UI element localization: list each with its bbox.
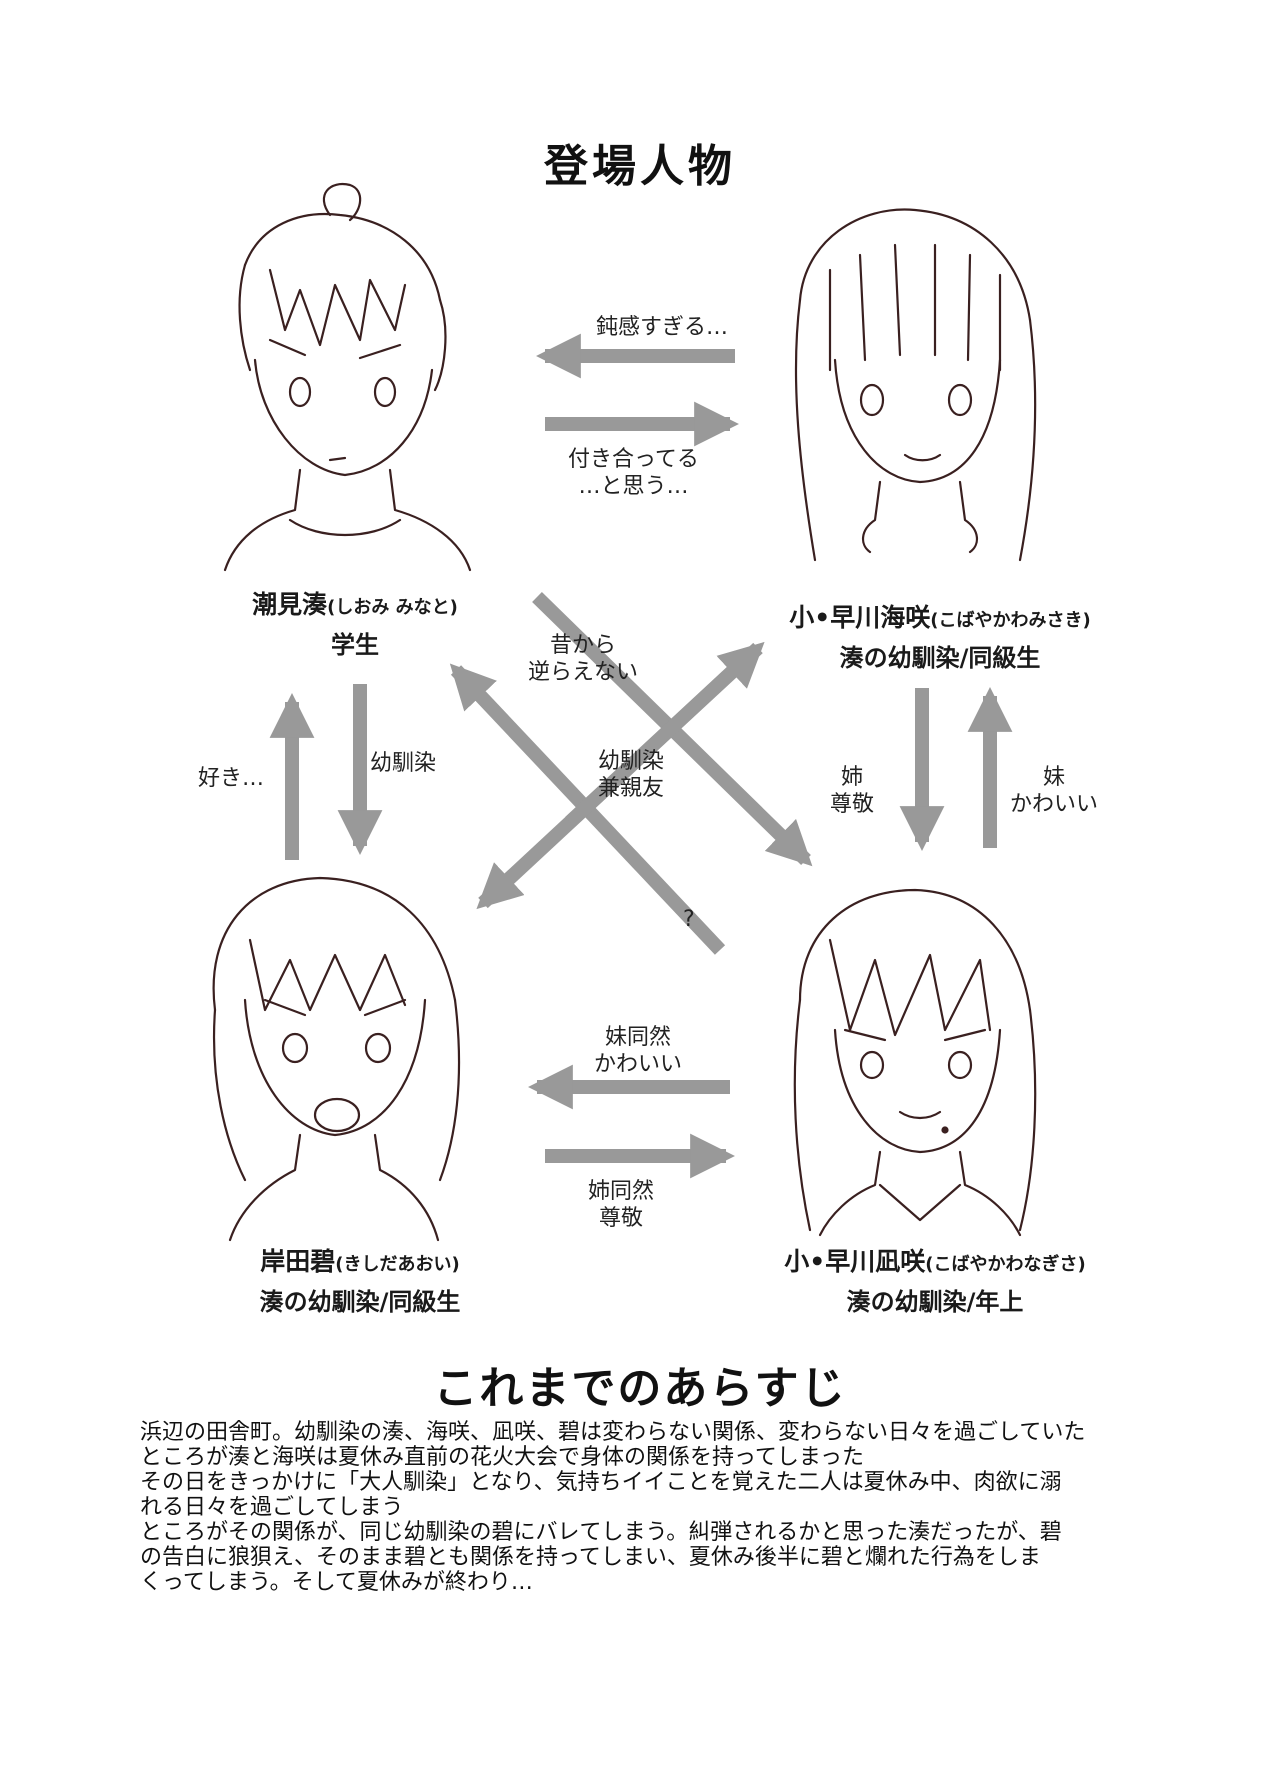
synopsis-body: 浜辺の田舎町。幼馴染の湊、海咲、凪咲、碧は変わらない関係、変わらない日々を過ごし… [140,1420,1140,1595]
relation-label-line: …と思う… [578,474,689,499]
character-name: 岸田碧 [260,1247,336,1276]
relation-label-nagisa-to-misaki: 妹 かわいい [1010,764,1098,818]
character-reading: (しおみ みなと) [327,597,458,618]
relation-label-line: 逆らえない [528,660,639,685]
relation-label-line: 尊敬 [830,792,875,817]
portrait-aoi [212,876,461,1242]
relation-label-aoi-to-minato: 好き… [198,765,264,792]
portrait-misaki [794,208,1037,562]
relation-label-line: 好き… [198,766,265,791]
relation-label-line: かわいい [594,1052,683,1077]
synopsis-title: これまでのあらすじ [433,1363,847,1414]
relation-label-line: 姉 [841,765,864,790]
synopsis-line: その日をきっかけに「大人馴染」となり、気持ちイイことを覚えた二人は夏休み中、肉欲… [140,1470,1062,1495]
synopsis-line: くってしまう。そして夏休みが終わり… [140,1570,533,1595]
character-reading: (こばやかわなぎさ) [925,1254,1086,1275]
relation-label-misaki-aoi: 幼馴染 兼親友 [598,748,664,802]
relation-label-misaki-to-minato: 鈍感すぎる… [596,314,728,341]
synopsis-line: ところが湊と海咲は夏休み直前の花火大会で身体の関係を持ってしまった [140,1445,865,1470]
relation-label-line: 姉同然 [588,1179,655,1204]
character-role: 湊の幼馴染/年上 [846,1288,1024,1316]
relation-label-nagisa-to-minato: ? [683,906,695,933]
character-minato: 潮見湊(しおみ みなと) 学生 [225,585,485,660]
relation-label-line: 妹 [1043,765,1066,790]
character-reading: (こばやかわみさき) [930,610,1091,631]
character-reading: (きしだあおい) [335,1254,460,1275]
character-role: 湊の幼馴染/同級生 [259,1288,461,1316]
relation-label-line: ? [683,907,695,932]
relation-label-line: 幼馴染 [370,751,437,776]
relation-label-line: 鈍感すぎる… [596,315,729,340]
synopsis-line: ところがその関係が、同じ幼馴染の碧にバレてしまう。糾弾されるかと思った湊だったが… [140,1520,1062,1545]
synopsis-line: れる日々を過ごしてしまう [140,1495,404,1520]
page-title: 登場人物 [544,141,736,192]
relation-label-minato-to-aoi: 幼馴染 [370,750,436,777]
relation-label-minato-to-nagisa: 昔から 逆らえない [528,632,638,686]
portrait-minato [223,182,472,572]
character-name: 潮見湊 [252,590,328,619]
portrait-nagisa [793,888,1037,1237]
relation-label-aoi-to-nagisa: 姉同然 尊敬 [588,1178,654,1232]
character-role: 学生 [331,631,379,659]
character-name: 小•早川凪咲 [784,1247,926,1276]
relation-label-line: 尊敬 [599,1206,644,1231]
relation-label-minato-to-misaki: 付き合ってる …と思う… [568,446,699,500]
character-nagisa: 小•早川凪咲(こばやかわなぎさ) 湊の幼馴染/年上 [740,1242,1130,1317]
arrow-aoi-to-misaki [565,641,765,828]
relation-label-nagisa-to-aoi: 妹同然 かわいい [594,1024,682,1078]
relation-label-line: かわいい [1010,792,1099,817]
character-name: 小•早川海咲 [789,603,931,632]
character-misaki: 小•早川海咲(こばやかわみさき) 湊の幼馴染/同級生 [740,598,1140,673]
synopsis-line: の告白に狼狽え、そのまま碧とも関係を持ってしまい、夏休み後半に碧と爛れた行為をし… [140,1545,1041,1570]
relationship-diagram [212,182,1037,1242]
synopsis-line: 浜辺の田舎町。幼馴染の湊、海咲、凪咲、碧は変わらない関係、変わらない日々を過ごし… [140,1420,1086,1445]
relation-label-line: 昔から [550,633,617,658]
relation-label-misaki-to-nagisa: 姉 尊敬 [830,764,874,818]
character-role: 湊の幼馴染/同級生 [839,644,1041,672]
character-aoi: 岸田碧(きしだあおい) 湊の幼馴染/同級生 [225,1242,495,1317]
relation-label-line: 付き合ってる [568,447,699,472]
relation-label-line: 妹同然 [605,1025,672,1050]
relation-label-line: 兼親友 [598,776,665,801]
relation-label-line: 幼馴染 [598,749,665,774]
